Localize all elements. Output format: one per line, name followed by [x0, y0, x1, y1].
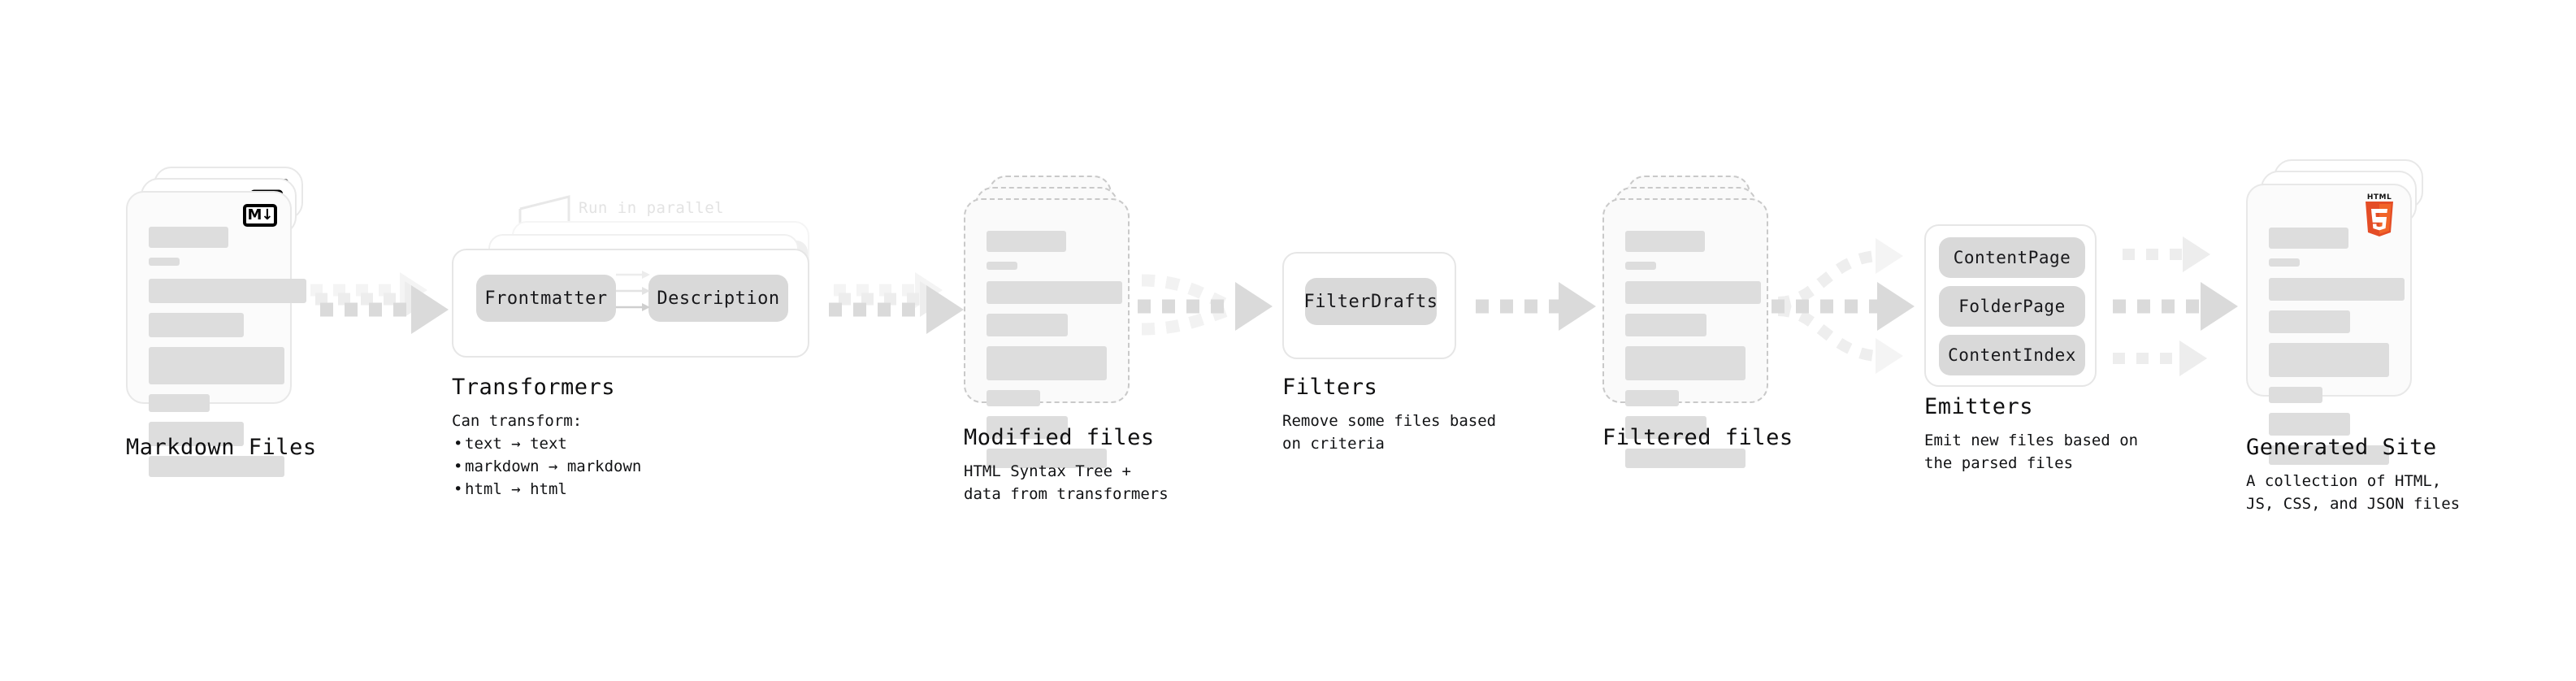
filters-box: FilterDrafts: [1282, 252, 1456, 359]
title-modified-files: Modified files: [964, 425, 1155, 450]
site-doc-front: HTML: [2246, 184, 2412, 465]
caption-filters: Filters Remove some files based on crite…: [1282, 374, 1496, 455]
subtitle-transformers: Can transform: text → text markdown → ma…: [452, 410, 641, 501]
doc-skeleton: [2269, 228, 2405, 475]
transformers-sub-item-0: text → text: [452, 432, 641, 455]
html5-wordmark: HTML: [2366, 193, 2392, 202]
transformer-inner-arrows: [616, 271, 650, 311]
title-filtered-files: Filtered files: [1602, 425, 1793, 450]
emitter-chip-folderpage[interactable]: FolderPage: [1939, 286, 2085, 327]
subtitle-modified-files: HTML Syntax Tree + data from transformer…: [964, 460, 1169, 505]
modified-sub-line-0: HTML Syntax Tree +: [964, 462, 1131, 480]
emitter-chip-contentpage[interactable]: ContentPage: [1939, 237, 2085, 278]
modified-sub-line-1: data from transformers: [964, 485, 1169, 503]
emitters-sub-line-0: Emit new files based on: [1924, 432, 2139, 449]
transformers-sub-lead: Can transform:: [452, 412, 583, 430]
title-transformers: Transformers: [452, 375, 616, 400]
markdown-icon: M↓: [243, 204, 277, 227]
subtitle-filters: Remove some files based on criteria: [1282, 410, 1496, 455]
modified-doc-front: [964, 198, 1130, 468]
subtitle-generated-site: A collection of HTML, JS, CSS, and JSON …: [2246, 470, 2460, 515]
filtered-doc-front: [1602, 198, 1768, 468]
caption-markdown-files: Markdown Files: [126, 434, 317, 462]
title-generated-site: Generated Site: [2246, 435, 2437, 460]
connector-filters-to-filtered: [1476, 282, 1596, 331]
subtitle-emitters: Emit new files based on the parsed files: [1924, 429, 2138, 475]
transformer-box-front: Frontmatter Description: [452, 249, 809, 358]
doc-skeleton: [149, 227, 306, 487]
title-filters: Filters: [1282, 375, 1378, 400]
doc-skeleton: [987, 231, 1122, 478]
emitters-sub-line-1: the parsed files: [1924, 454, 2074, 472]
connector-md-to-transformers: [310, 272, 449, 334]
transformers-sub-item-2: html → html: [452, 478, 641, 501]
emitter-chip-contentindex[interactable]: ContentIndex: [1939, 335, 2085, 375]
filter-chip-filterdrafts[interactable]: FilterDrafts: [1304, 278, 1438, 325]
connector-modified-to-filters: [1138, 274, 1273, 336]
emitters-box: ContentPage FolderPage ContentIndex: [1924, 224, 2097, 387]
site-sub-line-1: JS, CSS, and JSON files: [2246, 495, 2461, 513]
filters-sub-line-1: on criteria: [1282, 435, 1385, 453]
transformers-sub-item-1: markdown → markdown: [452, 455, 641, 478]
filters-sub-line-0: Remove some files based: [1282, 412, 1497, 430]
transformer-chip-description[interactable]: Description: [648, 275, 788, 322]
site-sub-line-0: A collection of HTML,: [2246, 472, 2442, 490]
connector-filtered-to-emitters: [1772, 238, 1915, 374]
caption-filtered-files: Filtered files: [1602, 424, 1793, 452]
html5-icon: HTML: [2361, 193, 2397, 236]
title-emitters: Emitters: [1924, 394, 2034, 419]
markdown-doc-front: M↓: [126, 191, 306, 477]
run-in-parallel-label: Run in parallel: [579, 199, 725, 217]
doc-skeleton: [1625, 231, 1761, 478]
caption-emitters: Emitters Emit new files based on the par…: [1924, 393, 2138, 475]
connector-emitters-to-site: [2113, 236, 2238, 376]
caption-modified-files: Modified files HTML Syntax Tree + data f…: [964, 424, 1169, 505]
caption-generated-site: Generated Site A collection of HTML, JS,…: [2246, 434, 2460, 515]
caption-transformers: Transformers Can transform: text → text …: [452, 374, 641, 501]
title-markdown-files: Markdown Files: [126, 435, 317, 460]
connector-transformers-to-modified: [829, 272, 964, 334]
transformer-chip-frontmatter[interactable]: Frontmatter: [476, 275, 616, 322]
